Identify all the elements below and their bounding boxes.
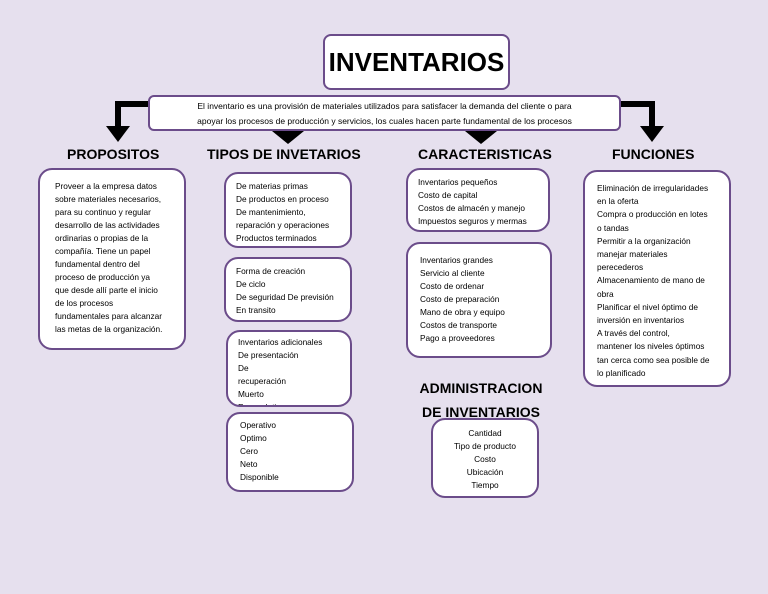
- heading-caracteristicas: CARACTERISTICAS: [418, 146, 552, 162]
- definition-box: El inventario es una provisión de materi…: [148, 95, 621, 131]
- heading-propositos: PROPOSITOS: [67, 146, 160, 162]
- caracteristicas-box-2: Inventarios grandes Servicio al cliente …: [406, 242, 552, 358]
- administracion-box: Cantidad Tipo de producto Costo Ubicació…: [431, 418, 539, 498]
- main-title: INVENTARIOS: [323, 34, 510, 90]
- propositos-box: Proveer a la empresa datos sobre materia…: [38, 168, 186, 350]
- funciones-box: Eliminación de irregularidades en la ofe…: [583, 170, 731, 387]
- heading-tipos: TIPOS DE INVETARIOS: [207, 146, 361, 162]
- tipos-box-4: Operativo Optimo Cero Neto Disponible: [226, 412, 354, 492]
- heading-administracion: ADMINISTRACION DE INVENTARIOS: [419, 380, 543, 420]
- heading-funciones: FUNCIONES: [612, 146, 695, 162]
- tipos-box-3: Inventarios adicionales De presentación …: [226, 330, 352, 407]
- tipos-box-1: De materias primas De productos en proce…: [224, 172, 352, 248]
- tipos-box-2: Forma de creación De ciclo De seguridad …: [224, 257, 352, 322]
- caracteristicas-box-1: Inventarios pequeños Costo de capital Co…: [406, 168, 550, 232]
